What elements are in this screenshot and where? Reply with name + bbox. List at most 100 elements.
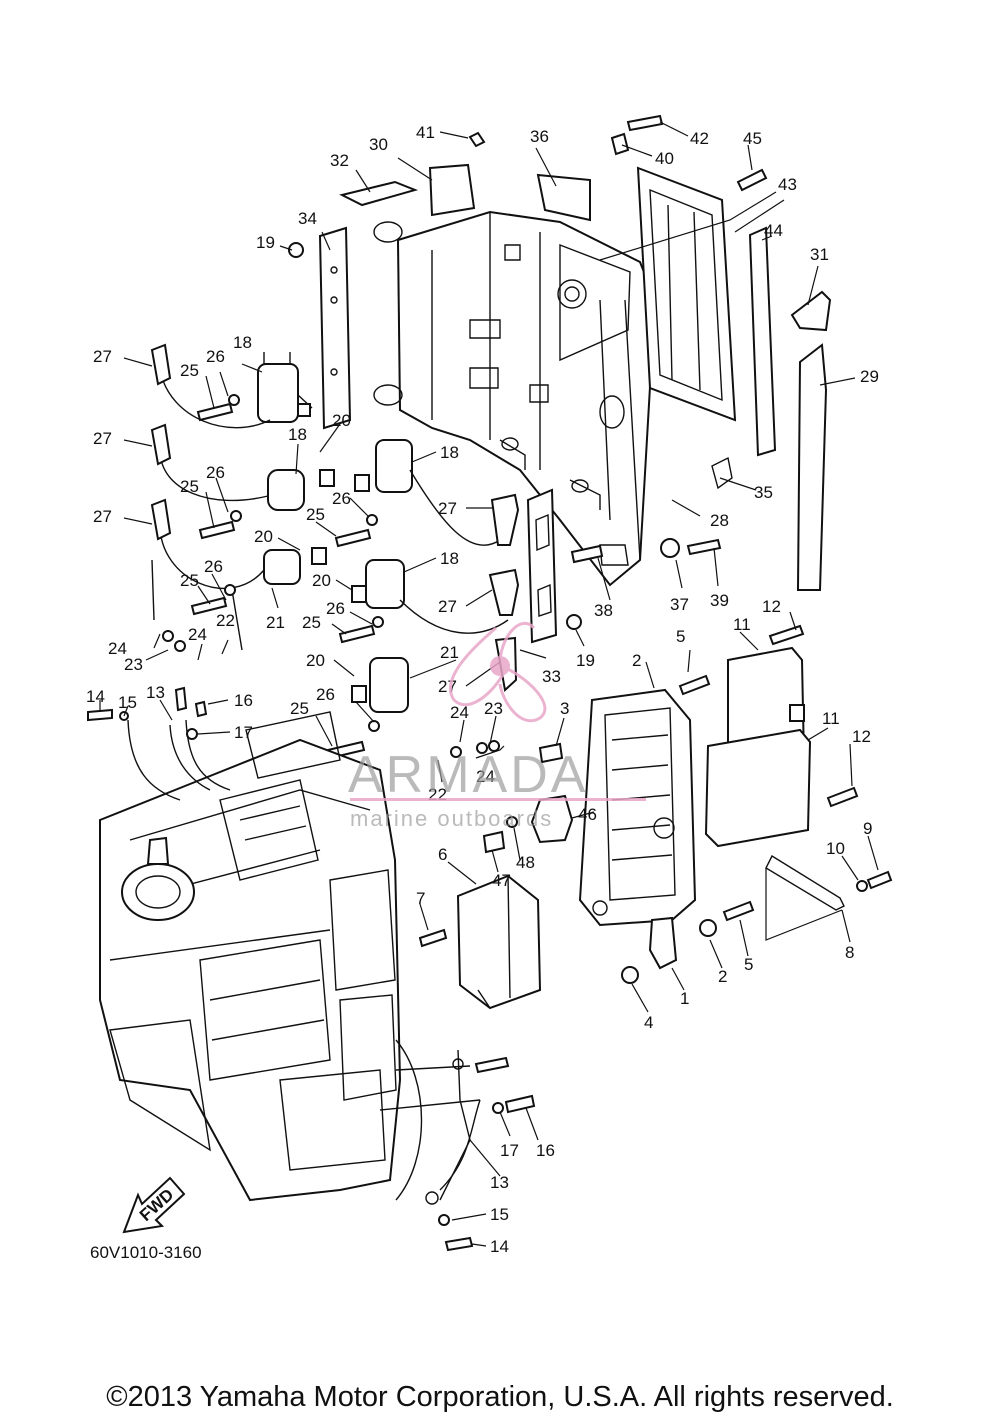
callout-18: 18 — [233, 333, 252, 352]
callout-27: 27 — [438, 677, 457, 696]
callout-2: 2 — [632, 651, 641, 670]
callout-41: 41 — [416, 123, 435, 142]
callout-21: 21 — [440, 643, 459, 662]
callout-28: 28 — [710, 511, 729, 530]
callout-15: 15 — [118, 693, 137, 712]
watermark-underline — [350, 798, 646, 801]
wire-harness-part-13 — [127, 719, 231, 801]
callout-25: 25 — [180, 571, 199, 590]
callout-18: 18 — [440, 443, 459, 462]
callout-6: 6 — [438, 845, 447, 864]
watermark-tagline: marine outboards — [350, 806, 553, 831]
callout-5: 5 — [744, 955, 753, 974]
callout-38: 38 — [594, 601, 613, 620]
callout-17: 17 — [500, 1141, 519, 1160]
callout-23: 23 — [484, 699, 503, 718]
plate-part-32 — [339, 180, 419, 207]
callout-22: 22 — [216, 611, 235, 630]
callout-26: 26 — [332, 489, 351, 508]
callout-25: 25 — [180, 477, 199, 496]
watermark-brand: ARMADA — [348, 746, 588, 804]
callout-24: 24 — [188, 625, 207, 644]
callout-19: 19 — [256, 233, 275, 252]
callout-37: 37 — [670, 595, 689, 614]
callout-19: 19 — [576, 651, 595, 670]
callout-26: 26 — [204, 557, 223, 576]
callout-42: 42 — [690, 129, 709, 148]
callout-20: 20 — [254, 527, 273, 546]
callout-25: 25 — [290, 699, 309, 718]
callout-15: 15 — [490, 1205, 509, 1224]
callout-25: 25 — [302, 613, 321, 632]
callout-8: 8 — [845, 943, 854, 962]
callout-27: 27 — [438, 597, 457, 616]
callout-24: 24 — [476, 767, 495, 786]
callout-20: 20 — [332, 411, 351, 430]
callout-45: 45 — [743, 129, 762, 148]
callout-10: 10 — [826, 839, 845, 858]
callout-46: 46 — [578, 805, 597, 824]
cover-plates — [339, 163, 832, 591]
panel-part-43 — [636, 166, 737, 422]
gasket-panels — [318, 166, 777, 644]
callout-labels: 41 30 36 40 42 45 32 43 34 19 44 31 27 1… — [86, 123, 879, 1256]
callout-40: 40 — [655, 149, 674, 168]
callout-39: 39 — [710, 591, 729, 610]
callout-26: 26 — [206, 347, 225, 366]
callout-13: 13 — [146, 683, 165, 702]
callout-27: 27 — [438, 499, 457, 518]
panel-part-34 — [318, 226, 352, 430]
callout-31: 31 — [810, 245, 829, 264]
callout-26: 26 — [326, 599, 345, 618]
bracket-part-8 — [765, 855, 845, 911]
callout-12: 12 — [762, 597, 781, 616]
watermark: ARMADA marine outboards — [348, 621, 646, 831]
plate-part-29 — [796, 343, 828, 591]
callout-20: 20 — [306, 651, 325, 670]
callout-32: 32 — [330, 151, 349, 170]
callout-27: 27 — [93, 429, 112, 448]
plate-part-36 — [536, 173, 591, 222]
callout-26: 26 — [206, 463, 225, 482]
control-unit-part-6 — [456, 874, 542, 1010]
callout-11: 11 — [822, 709, 840, 728]
mounting-bracket-part-28 — [373, 210, 657, 587]
connectors — [311, 469, 370, 703]
propeller-hub-icon — [490, 656, 510, 676]
callout-16: 16 — [234, 691, 253, 710]
callout-4: 4 — [644, 1013, 653, 1032]
callout-5: 5 — [676, 627, 685, 646]
callout-18: 18 — [440, 549, 459, 568]
ground-harness — [379, 1049, 481, 1205]
hardware — [87, 114, 893, 1252]
leader-lines — [99, 121, 879, 1247]
callout-14: 14 — [490, 1237, 509, 1256]
callout-33: 33 — [542, 667, 561, 686]
engine-block — [99, 711, 423, 1202]
callout-26: 26 — [316, 685, 335, 704]
callout-24: 24 — [108, 639, 127, 658]
callout-27: 27 — [93, 507, 112, 526]
ecu-modules-part-11 — [704, 646, 812, 848]
plate-part-30 — [428, 163, 476, 217]
callout-17: 17 — [234, 723, 253, 742]
callout-25: 25 — [180, 361, 199, 380]
callout-25: 25 — [306, 505, 325, 524]
callout-1: 1 — [680, 989, 689, 1008]
ignition-coils — [151, 352, 509, 713]
callout-44: 44 — [764, 221, 783, 240]
callout-12: 12 — [852, 727, 871, 746]
plate-part-31 — [790, 290, 832, 332]
callout-30: 30 — [369, 135, 388, 154]
plug-caps — [150, 343, 520, 692]
callout-27: 27 — [93, 347, 112, 366]
callout-23: 23 — [124, 655, 143, 674]
callout-36: 36 — [530, 127, 549, 146]
copyright-notice: ©2013 Yamaha Motor Corporation, U.S.A. A… — [106, 1381, 894, 1413]
callout-16: 16 — [536, 1141, 555, 1160]
callout-48: 48 — [516, 853, 535, 872]
diagram-code: 60V1010-3160 — [90, 1243, 202, 1262]
callout-43: 43 — [778, 175, 797, 194]
callout-9: 9 — [863, 819, 872, 838]
panel-part-44 — [748, 226, 777, 457]
